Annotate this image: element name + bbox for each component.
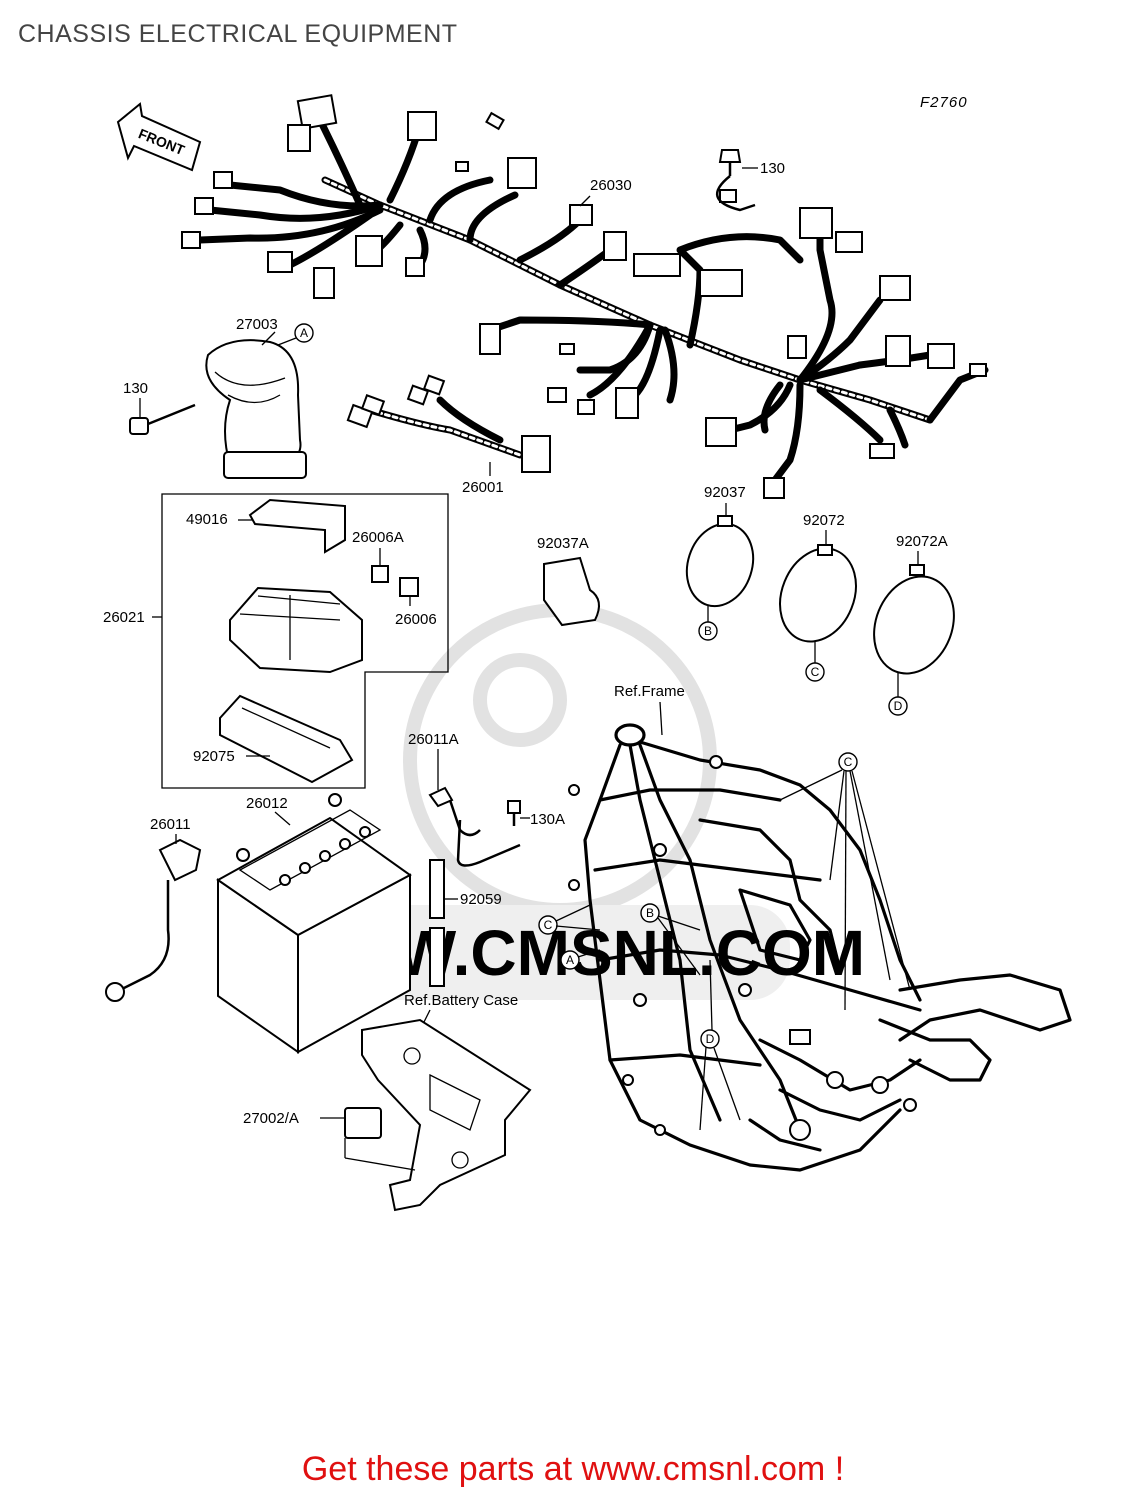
- footer-link[interactable]: Get these parts at www.cmsnl.com !: [301, 1450, 845, 1488]
- tube-92059: [429, 859, 445, 987]
- label-92037: 92037: [704, 484, 746, 501]
- fuse-box-body: [229, 586, 363, 674]
- callout-c-frame-left: C: [544, 918, 553, 932]
- callout-d-band: D: [894, 699, 903, 713]
- part-92037a: [543, 556, 600, 627]
- figure-code: F2760: [920, 94, 968, 111]
- label-49016: 49016: [186, 511, 228, 528]
- cable-26011: [105, 838, 202, 1002]
- sub-harness-26001: [346, 374, 551, 473]
- horn-27003: [205, 339, 307, 479]
- callout-d-frame: D: [706, 1032, 715, 1046]
- fuse-base-92075: [219, 694, 354, 784]
- label-26021: 26021: [103, 609, 145, 626]
- label-27003: 27003: [236, 316, 278, 333]
- fuse-cover-49016: [248, 498, 346, 554]
- callout-c-frame-top: C: [844, 755, 853, 769]
- label-26030: 26030: [590, 177, 632, 194]
- label-26006: 26006: [395, 611, 437, 628]
- label-27002a: 27002/A: [243, 1110, 299, 1127]
- front-arrow-icon: FRONT: [116, 102, 202, 172]
- label-130a: 130A: [530, 811, 565, 828]
- harness-connectors: [181, 94, 987, 499]
- label-26011a: 26011A: [408, 731, 459, 748]
- callout-b-band: B: [704, 624, 712, 638]
- label-ref-frame: Ref.Frame: [614, 683, 685, 700]
- fuse-box-group-outline: [161, 493, 449, 789]
- label-26012: 26012: [246, 795, 288, 812]
- label-26006a: 26006A: [352, 529, 404, 546]
- bolt-130a: [507, 800, 521, 826]
- callout-a-horn: A: [300, 326, 308, 340]
- callout-b-frame: B: [646, 906, 654, 920]
- label-26001: 26001: [462, 479, 504, 496]
- main-wiring-harness: [196, 116, 989, 484]
- label-26011: 26011: [150, 816, 191, 833]
- bolt-130-horn: [129, 403, 196, 435]
- band-92037: [685, 515, 755, 608]
- relay-27002: [344, 1107, 416, 1171]
- fuse-26006: [399, 577, 419, 597]
- battery-case-bracket: [361, 1018, 532, 1212]
- battery-26012: [216, 793, 412, 1054]
- callout-c-band: C: [811, 665, 820, 679]
- fuse-26006a: [371, 565, 389, 583]
- label-92075: 92075: [193, 748, 235, 765]
- band-92072a: [873, 564, 955, 675]
- label-ref-battery-case: Ref.Battery Case: [404, 992, 518, 1009]
- label-92072: 92072: [803, 512, 845, 529]
- label-130-top: 130: [760, 160, 785, 177]
- label-92037a: 92037A: [537, 535, 589, 552]
- cable-26011a: [428, 786, 521, 867]
- label-130-horn: 130: [123, 380, 148, 397]
- page-title: CHASSIS ELECTRICAL EQUIPMENT: [18, 20, 458, 48]
- callout-a-frame: A: [566, 953, 574, 967]
- label-92059: 92059: [460, 891, 502, 908]
- band-92072: [779, 544, 857, 643]
- label-92072a: 92072A: [896, 533, 948, 550]
- bolt-130-top: [715, 149, 758, 212]
- frame-ref: [568, 723, 1072, 1172]
